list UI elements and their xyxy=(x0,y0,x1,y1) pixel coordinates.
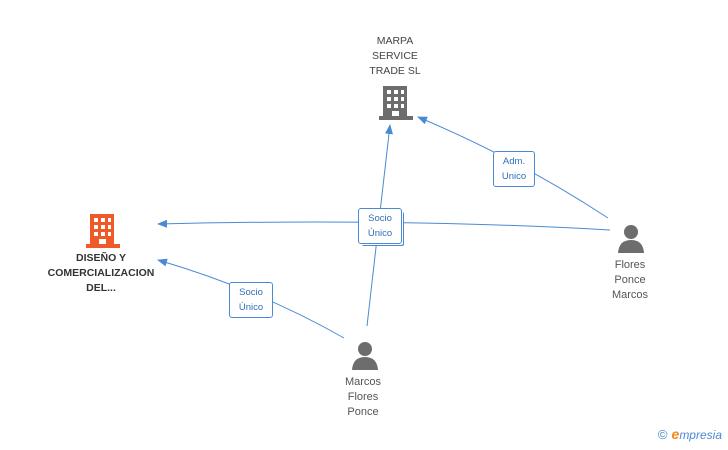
person-icon[interactable] xyxy=(616,223,646,253)
person-label-line: Marcos xyxy=(611,289,649,301)
brand-name: mpresia xyxy=(679,428,722,442)
edge-label-line: Socio xyxy=(239,287,263,298)
person-label-line: Ponce xyxy=(347,406,379,418)
edge-label-line: Único xyxy=(238,302,264,313)
brand-e-letter: e xyxy=(671,426,680,442)
person-icon[interactable] xyxy=(350,340,380,370)
marpa-label-line: TRADE SL xyxy=(369,65,421,77)
marcos-flores-ponce-label[interactable]: Marcos Flores Ponce xyxy=(323,375,403,420)
edge-label-socio-unico-center[interactable]: Socio Único xyxy=(358,208,402,244)
edge-label-line: Único xyxy=(367,228,393,239)
diseno-label-line: DEL... xyxy=(86,282,116,294)
person-label-line: Flores xyxy=(614,259,646,271)
edge-label-line: Socio xyxy=(368,213,392,224)
diseno-label[interactable]: DISEÑO Y COMERCIALIZACION DEL... xyxy=(28,251,174,296)
edge-label-line: Unico xyxy=(501,171,527,182)
flores-ponce-marcos-label[interactable]: Flores Ponce Marcos xyxy=(590,258,670,303)
empresia-logo: ©empresia xyxy=(658,426,722,442)
marpa-label[interactable]: MARPA SERVICE TRADE SL xyxy=(340,34,450,79)
building-icon[interactable] xyxy=(379,84,413,120)
person-label-line: Marcos xyxy=(344,376,382,388)
diseno-label-line: DISEÑO Y xyxy=(76,252,126,264)
person-label-line: Ponce xyxy=(614,274,646,286)
copyright-symbol: © xyxy=(657,427,668,442)
edge-label-line: Adm. xyxy=(502,156,526,167)
diseno-label-line: COMERCIALIZACION xyxy=(47,267,155,279)
building-icon[interactable] xyxy=(86,212,120,248)
edge-label-socio-unico-left[interactable]: Socio Único xyxy=(229,282,273,318)
person-label-line: Flores xyxy=(347,391,379,403)
marpa-label-line: SERVICE xyxy=(372,50,418,62)
edge-label-adm-unico[interactable]: Adm. Unico xyxy=(493,151,535,187)
marpa-label-line: MARPA xyxy=(376,35,414,47)
